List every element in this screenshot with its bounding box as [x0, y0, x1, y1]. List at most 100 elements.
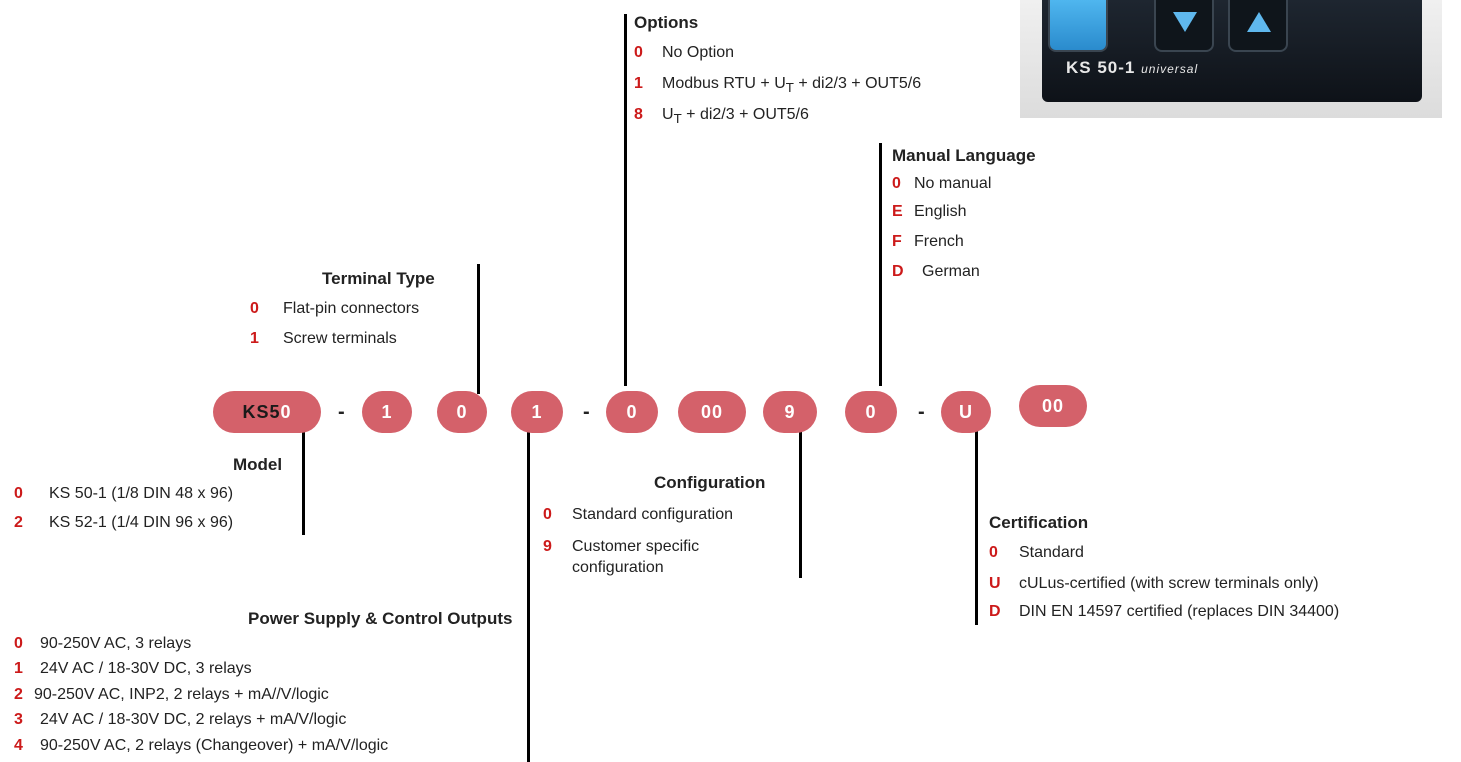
certification-title: Certification [989, 513, 1089, 532]
power-code: 4 [14, 737, 23, 754]
language-text: French [914, 233, 964, 250]
code-pill-power: 1 [362, 391, 412, 433]
code-pill-position-6: 00 [678, 391, 746, 433]
terminal-code: 0 [250, 300, 259, 317]
configuration-connector [799, 430, 802, 578]
certification-text: cULus-certified (with screw terminals on… [1019, 575, 1319, 592]
terminal-type-connector [477, 264, 480, 394]
power-code: 3 [14, 711, 23, 728]
code-pill-position-10: 00 [1019, 385, 1087, 427]
option-subscript: T [673, 111, 682, 127]
device-sub-text: universal [1141, 62, 1199, 76]
configuration-item: 0 Standard configuration [543, 506, 733, 524]
device-up-key [1228, 0, 1288, 52]
code-dash: - [338, 401, 345, 423]
terminal-text: Screw terminals [283, 330, 397, 347]
certification-text: DIN EN 14597 certified (replaces DIN 344… [1019, 603, 1340, 620]
certification-code: D [989, 603, 1001, 620]
options-item-0: 0 No Option [634, 44, 734, 62]
code-pill-terminal: 1 [511, 391, 563, 433]
manual-language-item: F French [892, 233, 964, 251]
option-text-suffix: + di2/3 + OUT5/6 [793, 75, 922, 92]
language-code: E [892, 203, 903, 220]
power-supply-item: 4 90-250V AC, 2 relays (Changeover) + mA/… [14, 737, 388, 755]
configuration-text-line2: configuration [572, 559, 664, 576]
configuration-text: Standard configuration [572, 506, 733, 523]
manual-language-item: 0 No manual [892, 175, 991, 193]
option-text: U [662, 106, 674, 123]
terminal-type-item: 1 Screw terminals [250, 330, 397, 348]
code-pill-options: 0 [606, 391, 658, 433]
certification-text: Standard [1019, 544, 1084, 561]
power-code: 2 [14, 686, 23, 703]
options-connector [624, 14, 627, 386]
certification-item: D DIN EN 14597 certified (replaces DIN 34… [989, 603, 1339, 621]
device-photo: KS 50-1 universal [1020, 0, 1442, 118]
certification-code: 0 [989, 544, 998, 561]
options-title: Options [634, 13, 699, 32]
power-text: 24V AC / 18-30V DC, 3 relays [40, 660, 252, 677]
manual-language-item: D German [892, 263, 980, 281]
power-supply-title: Power Supply & Control Outputs [248, 609, 513, 628]
power-supply-connector [527, 430, 530, 762]
option-code: 0 [634, 44, 643, 61]
terminal-text: Flat-pin connectors [283, 300, 420, 317]
code-dash: - [583, 401, 590, 423]
model-item: 2 KS 52-1 (1/4 DIN 96 x 96) [14, 514, 233, 532]
manual-language-item: E English [892, 203, 966, 221]
configuration-title: Configuration [654, 473, 766, 492]
language-text: German [922, 263, 980, 280]
model-text: KS 52-1 (1/4 DIN 96 x 96) [49, 514, 234, 531]
language-text: No manual [914, 175, 992, 192]
model-connector [302, 430, 305, 535]
certification-code: U [989, 575, 1001, 592]
device-model-text: KS 50-1 [1066, 58, 1136, 77]
device-front-panel: KS 50-1 universal [1042, 0, 1422, 102]
power-text: 90-250V AC, 3 relays [40, 635, 192, 652]
language-text: English [914, 203, 967, 220]
power-code: 1 [14, 660, 23, 677]
configuration-code: 9 [543, 538, 552, 555]
model-title: Model [233, 455, 283, 474]
terminal-code: 1 [250, 330, 259, 347]
power-supply-item: 3 24V AC / 18-30V DC, 2 relays + mA/V/log… [14, 711, 346, 729]
model-item: 0 KS 50-1 (1/8 DIN 48 x 96) [14, 485, 233, 503]
device-down-key [1154, 0, 1214, 52]
configuration-code: 0 [543, 506, 552, 523]
code-pill-configuration: 9 [763, 391, 817, 433]
terminal-type-title: Terminal Type [322, 269, 435, 288]
certification-connector [975, 430, 978, 625]
power-text: 24V AC / 18-30V DC, 2 relays + mA/V/logi… [40, 711, 347, 728]
manual-language-title: Manual Language [892, 146, 1036, 165]
option-text-suffix: + di2/3 + OUT5/6 [681, 106, 809, 123]
language-code: 0 [892, 175, 901, 192]
language-code: D [892, 263, 904, 280]
code-pill-position-3: 0 [437, 391, 487, 433]
option-text: No Option [662, 44, 735, 61]
certification-item: 0 Standard [989, 544, 1084, 562]
terminal-type-item: 0 Flat-pin connectors [250, 300, 419, 318]
code-pill-certification: U [941, 391, 991, 433]
option-text: Modbus RTU + U [662, 75, 786, 92]
power-supply-item: 1 24V AC / 18-30V DC, 3 relays [14, 660, 252, 678]
manual-language-connector [879, 143, 882, 386]
code-dash: - [918, 401, 925, 423]
model-code: 2 [14, 514, 23, 531]
model-code: 0 [14, 485, 23, 502]
configuration-text: Customer specific [572, 538, 700, 555]
configuration-item: 9 Customer specific [543, 538, 699, 556]
language-code: F [892, 233, 902, 250]
device-blue-key [1048, 0, 1108, 52]
code-model: 0 [280, 401, 292, 422]
power-code: 0 [14, 635, 23, 652]
power-supply-item: 0 90-250V AC, 3 relays [14, 635, 191, 653]
option-subscript: T [785, 80, 794, 96]
code-prefix: KS5 [242, 401, 281, 422]
power-text: 90-250V AC, 2 relays (Changeover) + mA/V… [40, 737, 389, 754]
code-pill-manual: 0 [845, 391, 897, 433]
model-text: KS 50-1 (1/8 DIN 48 x 96) [49, 485, 234, 502]
